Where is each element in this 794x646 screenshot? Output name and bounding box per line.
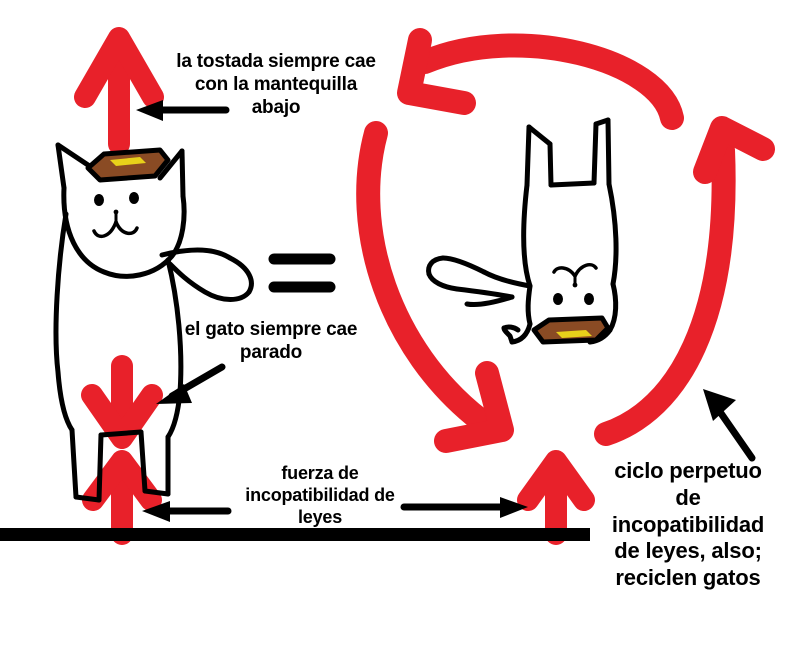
caption-cat-lands-on-feet: el gato siempre cae parado (184, 319, 358, 364)
cat-nose-inverted (572, 282, 578, 288)
black-arrow-force-right (400, 497, 528, 518)
caption-toast-falls-butter-down: la tostada siempre cae con la mantequill… (176, 51, 376, 119)
black-arrow-cat-pointer (156, 363, 226, 404)
butter-smear (110, 157, 146, 166)
ground-line (0, 528, 590, 541)
cat-face-inverted (552, 262, 598, 305)
equals-sign (268, 253, 336, 293)
red-arrow-up-bottomleft (82, 450, 162, 545)
cat-mouth-left (92, 220, 118, 239)
toast-on-head (85, 147, 171, 183)
black-arrow-force-left (142, 501, 232, 522)
cat-mouth-left-inverted (573, 262, 598, 278)
red-arrow-up-topleft (74, 27, 164, 155)
red-arc-arrow-top (397, 28, 684, 130)
red-arrow-up-bottomright (517, 450, 595, 545)
cat-eye-left (94, 194, 104, 206)
cat-eye-right (129, 192, 139, 204)
caption-perpetual-cycle: ciclo perpetuo de incopatibilidad de ley… (611, 458, 765, 591)
caption-force-of-incompatibility: fuerza de incopatibilidad de leyes (245, 463, 395, 527)
red-arc-arrow-left (356, 121, 514, 453)
cat-upside-down (426, 117, 619, 345)
black-arrow-cycle-pointer (703, 389, 756, 462)
cat-eye-left-inverted (553, 293, 563, 305)
cat-nose (113, 209, 119, 215)
butter-smear-inverted (556, 330, 592, 338)
cat-face-upright (92, 192, 139, 239)
cat-eye-right-inverted (584, 293, 594, 305)
red-arrow-down-left (81, 355, 163, 449)
cat-mouth-right-inverted (552, 266, 577, 278)
cat-mouth-right (114, 220, 139, 236)
toast-under-head (531, 315, 611, 345)
red-arc-arrow-right (594, 116, 775, 446)
